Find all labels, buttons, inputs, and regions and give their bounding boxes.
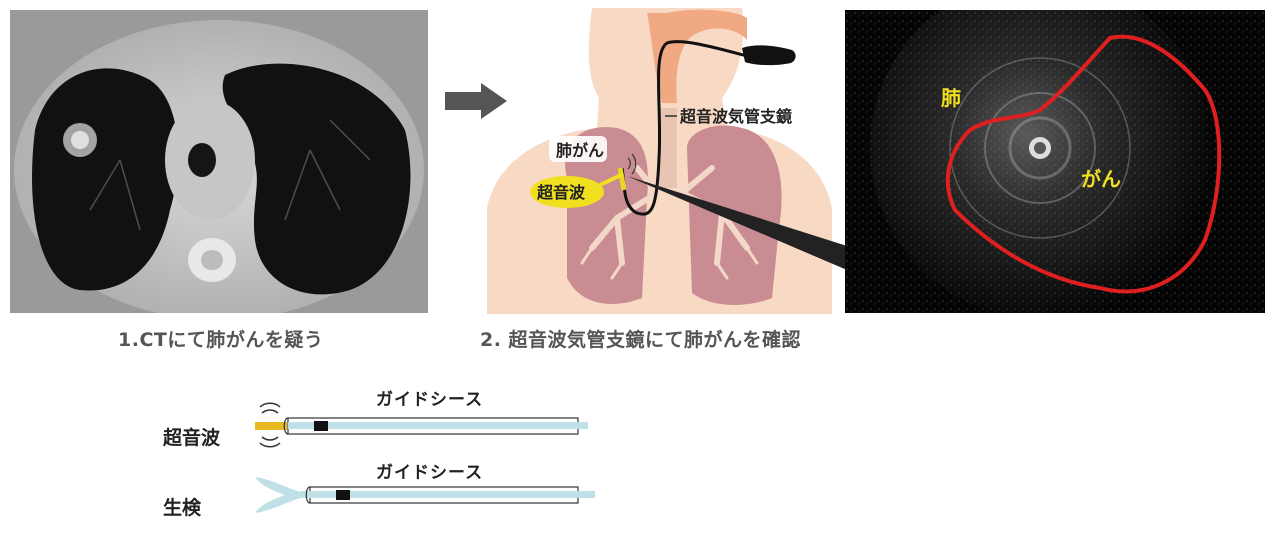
cancer-label: がん <box>1081 167 1121 191</box>
step-2-caption: 2. 超音波気管支鏡にて肺がんを確認 <box>480 329 802 351</box>
guide-sheath-2 <box>300 486 595 504</box>
ultrasound-probe-icon <box>255 402 287 448</box>
ultrasound-tool-label: 超音波 <box>163 427 221 449</box>
biopsy-forceps-icon <box>255 477 310 513</box>
ultrasound-label: 超音波 <box>536 183 586 202</box>
ct-scan-image <box>10 10 428 313</box>
step-1-caption: 1.CTにて肺がんを疑う <box>118 329 324 351</box>
guide-sheath-label-1: ガイドシース <box>376 390 484 410</box>
lung-cancer-label: 肺がん <box>556 141 604 160</box>
lung-label: 肺 <box>941 86 961 110</box>
guide-sheath-diagram <box>255 402 595 513</box>
guide-sheath-label-2: ガイドシース <box>376 463 484 483</box>
bronchoscope-label: 超音波気管支鏡 <box>679 107 792 126</box>
bronchoscopy-diagram: 肺がん 超音波 超音波気管支鏡 <box>487 8 847 314</box>
ultrasound-image: 肺 がん <box>845 10 1265 313</box>
right-arrow-icon <box>445 83 507 119</box>
biopsy-tool-label: 生検 <box>163 497 202 519</box>
guide-sheath-1 <box>283 417 588 435</box>
